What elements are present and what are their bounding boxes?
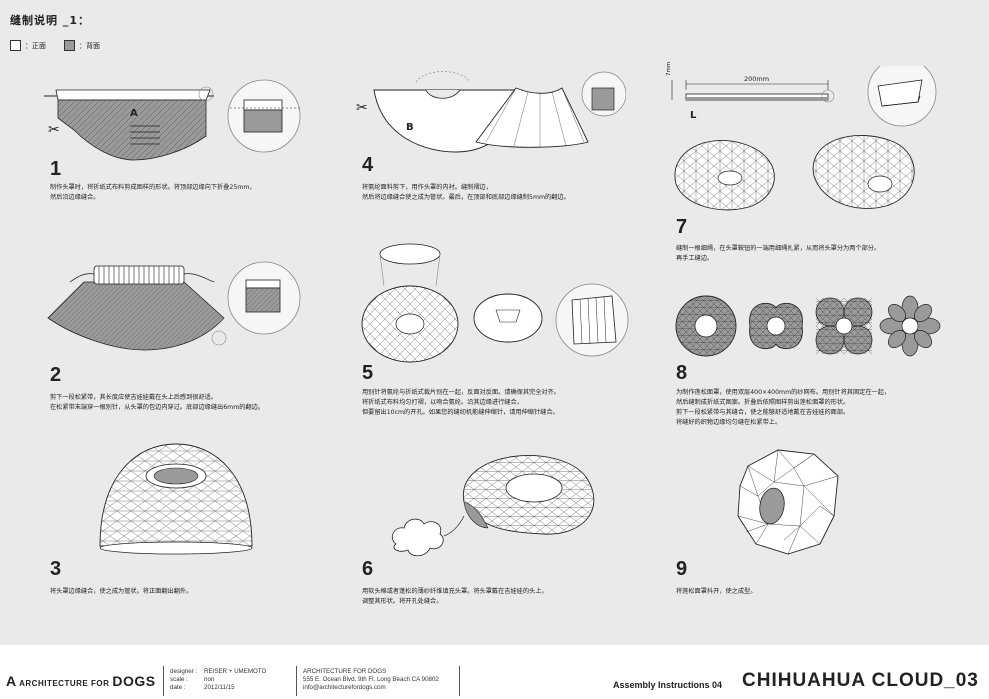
svg-text:✂: ✂ — [48, 122, 60, 138]
step8-line-1: 为制作莲松面罩，使用双层400×400mm的纱网布。用别针将其固定在一起， — [676, 389, 891, 396]
step7-figure — [671, 66, 937, 211]
back-swatch — [64, 40, 75, 51]
date-label: date : — [170, 684, 186, 691]
assembly-label: Assembly Instructions 04 — [613, 680, 723, 690]
scale-label: scale : — [170, 676, 188, 683]
step8-figure — [675, 295, 941, 357]
org-name: ARCHITECTURE FOR DOGS — [303, 668, 387, 675]
scale-value: non — [204, 676, 215, 683]
product-title: CHIHUAHUA CLOUD_03 — [742, 670, 979, 691]
step1-number: 1 — [50, 158, 62, 180]
step2-figure — [47, 261, 301, 351]
brand-logo: A ARCHITECTURE FOR DOGS — [6, 673, 156, 689]
brand-big-text: DOGS — [112, 673, 156, 689]
step8-line-3: 剪下一段松紧带与其缝合，使之能够舒适地戴在吉娃娃的面部。 — [676, 409, 850, 416]
step8-text: 为制作莲松面罩，使用双层400×400mm的纱网布。用别针将其固定在一起， 然后… — [676, 388, 926, 428]
page-title: 缝制说明 _1： — [10, 14, 90, 27]
step6-line-1: 用软头棉或者蓬松的薄纱纤维填充头罩。将头罩戴在吉娃娃的头上， — [362, 588, 548, 595]
footer-divider-2 — [296, 666, 297, 696]
step5-line-2: 将折纸式布料均匀打褶，以吻合氨纶。沿其边缘进行缝合， — [362, 399, 523, 406]
contact-block: ARCHITECTURE FOR DOGS 555 E. Ocean Blvd,… — [303, 668, 439, 692]
step3-line-1: 将头罩边缘缝合，使之成为管状。将正面翻出翻外。 — [50, 588, 193, 595]
brand-mark: A — [6, 673, 17, 689]
instruction-board: 缝制说明 _1： ：正面 ：背面 — [0, 0, 989, 645]
step7-piece-label: L — [690, 110, 697, 121]
step1-line-1: 制作头罩时，将折纸式布料剪成图样的形状。将顶部边缘向下折叠25mm， — [50, 184, 256, 191]
step3-figure — [99, 443, 253, 555]
step1-line-2: 然后沿边缘缝合。 — [50, 194, 100, 201]
brand-small-text: ARCHITECTURE FOR — [19, 679, 110, 688]
step9-number: 9 — [676, 558, 688, 580]
step7-number: 7 — [676, 216, 688, 238]
designer-label: designer : — [170, 668, 198, 675]
front-swatch — [10, 40, 21, 51]
step8-line-4: 将缝好的织物边缘均匀缝在松紧带上。 — [676, 419, 782, 426]
back-legend-label: ：背面 — [79, 41, 100, 50]
step7-text: 缝制一根细绳，在头罩鞍钮的一端用细绳扎紧，从而将头罩分为两个部分。 再手工缝边。 — [676, 244, 926, 264]
step5-figure — [361, 243, 629, 363]
svg-text:✂: ✂ — [356, 100, 368, 116]
step4-piece-label: B — [406, 122, 414, 133]
org-email: info@architecturefordogs.com — [303, 684, 386, 691]
step1-piece-label: A — [130, 108, 138, 119]
step5-number: 5 — [362, 362, 374, 384]
step8-number: 8 — [676, 362, 688, 384]
step4-line-1: 将氨纶面料剪下，用作头罩的内衬。缝制褶边， — [362, 184, 492, 191]
footer-divider-1 — [163, 666, 164, 696]
front-legend-label: ：正面 — [25, 41, 46, 50]
org-address: 555 E. Ocean Blvd, 9th Fl. Long Beach CA… — [303, 676, 439, 683]
step7-length-label: 200mm — [744, 75, 770, 83]
step8-line-2: 然后缝制成折纸式图案。折叠后依照图样剪出莲松面罩的形状。 — [676, 399, 850, 406]
step5-line-1: 用别针将氨纶与折纸式裁片别在一起，反面对反面。请确保其完全对齐。 — [362, 389, 560, 396]
step6-line-2: 调整其形状。将开孔处缝合。 — [362, 598, 443, 605]
footer-divider-3 — [459, 666, 460, 696]
step4-line-2: 然后将边缘缝合使之成为管状。最后，在顶部和底部边缘缝制5mm的翻边。 — [362, 194, 570, 201]
fabric-legend: ：正面 ：背面 — [10, 40, 100, 51]
step9-line-1: 将莲松面罩抖开，使之成型。 — [676, 588, 757, 595]
step4-figure: ✂ — [356, 71, 626, 153]
step2-line-2: 在松紧带末端穿一根别针，从头罩的包边内穿过。底部边缘缝出6mm的翻边。 — [50, 404, 264, 411]
designer-value: REISER + UMEMOTO — [204, 668, 267, 675]
step5-text: 用别针将氨纶与折纸式裁片别在一起，反面对反面。请确保其完全对齐。 将折纸式布料均… — [362, 388, 612, 418]
step4-text: 将氨纶面料剪下，用作头罩的内衬。缝制褶边， 然后将边缘缝合使之成为管状。最后，在… — [362, 183, 612, 203]
step9-figure — [737, 449, 839, 555]
step1-figure: ✂ — [44, 79, 301, 161]
step4-number: 4 — [362, 154, 374, 176]
step7-line-2: 再手工缝边。 — [676, 255, 714, 262]
step6-figure — [391, 455, 595, 557]
step2-text: 剪下一段松紧带，其长度应使吉娃娃戴在头上后感到很舒适。 在松紧带末端穿一根别针，… — [50, 393, 300, 413]
step7-line-1: 缝制一根细绳，在头罩鞍钮的一端用细绳扎紧，从而将头罩分为两个部分。 — [676, 245, 881, 252]
step5-line-3: 但要留出10cm的开孔。如果您的缝纫机能缝伸缩针，请用伸缩针缝合。 — [362, 409, 559, 416]
step7-height-label: 7mm — [666, 61, 672, 76]
step2-number: 2 — [50, 364, 62, 386]
step2-line-1: 剪下一段松紧带，其长度应使吉娃娃戴在头上后感到很舒适。 — [50, 394, 218, 401]
step9-text: 将莲松面罩抖开，使之成型。 — [676, 587, 926, 597]
step3-number: 3 — [50, 558, 62, 580]
step6-text: 用软头棉或者蓬松的薄纱纤维填充头罩。将头罩戴在吉娃娃的头上， 调整其形状。将开孔… — [362, 587, 612, 607]
step3-text: 将头罩边缘缝合，使之成为管状。将正面翻出翻外。 — [50, 587, 300, 597]
date-value: 2012/11/15 — [204, 684, 235, 691]
step1-text: 制作头罩时，将折纸式布料剪成图样的形状。将顶部边缘向下折叠25mm， 然后沿边缘… — [50, 183, 300, 203]
footer: A ARCHITECTURE FOR DOGS designer : REISER… — [0, 660, 989, 699]
step6-number: 6 — [362, 558, 374, 580]
credits-block: designer : REISER + UMEMOTO scale : non da… — [170, 668, 266, 692]
